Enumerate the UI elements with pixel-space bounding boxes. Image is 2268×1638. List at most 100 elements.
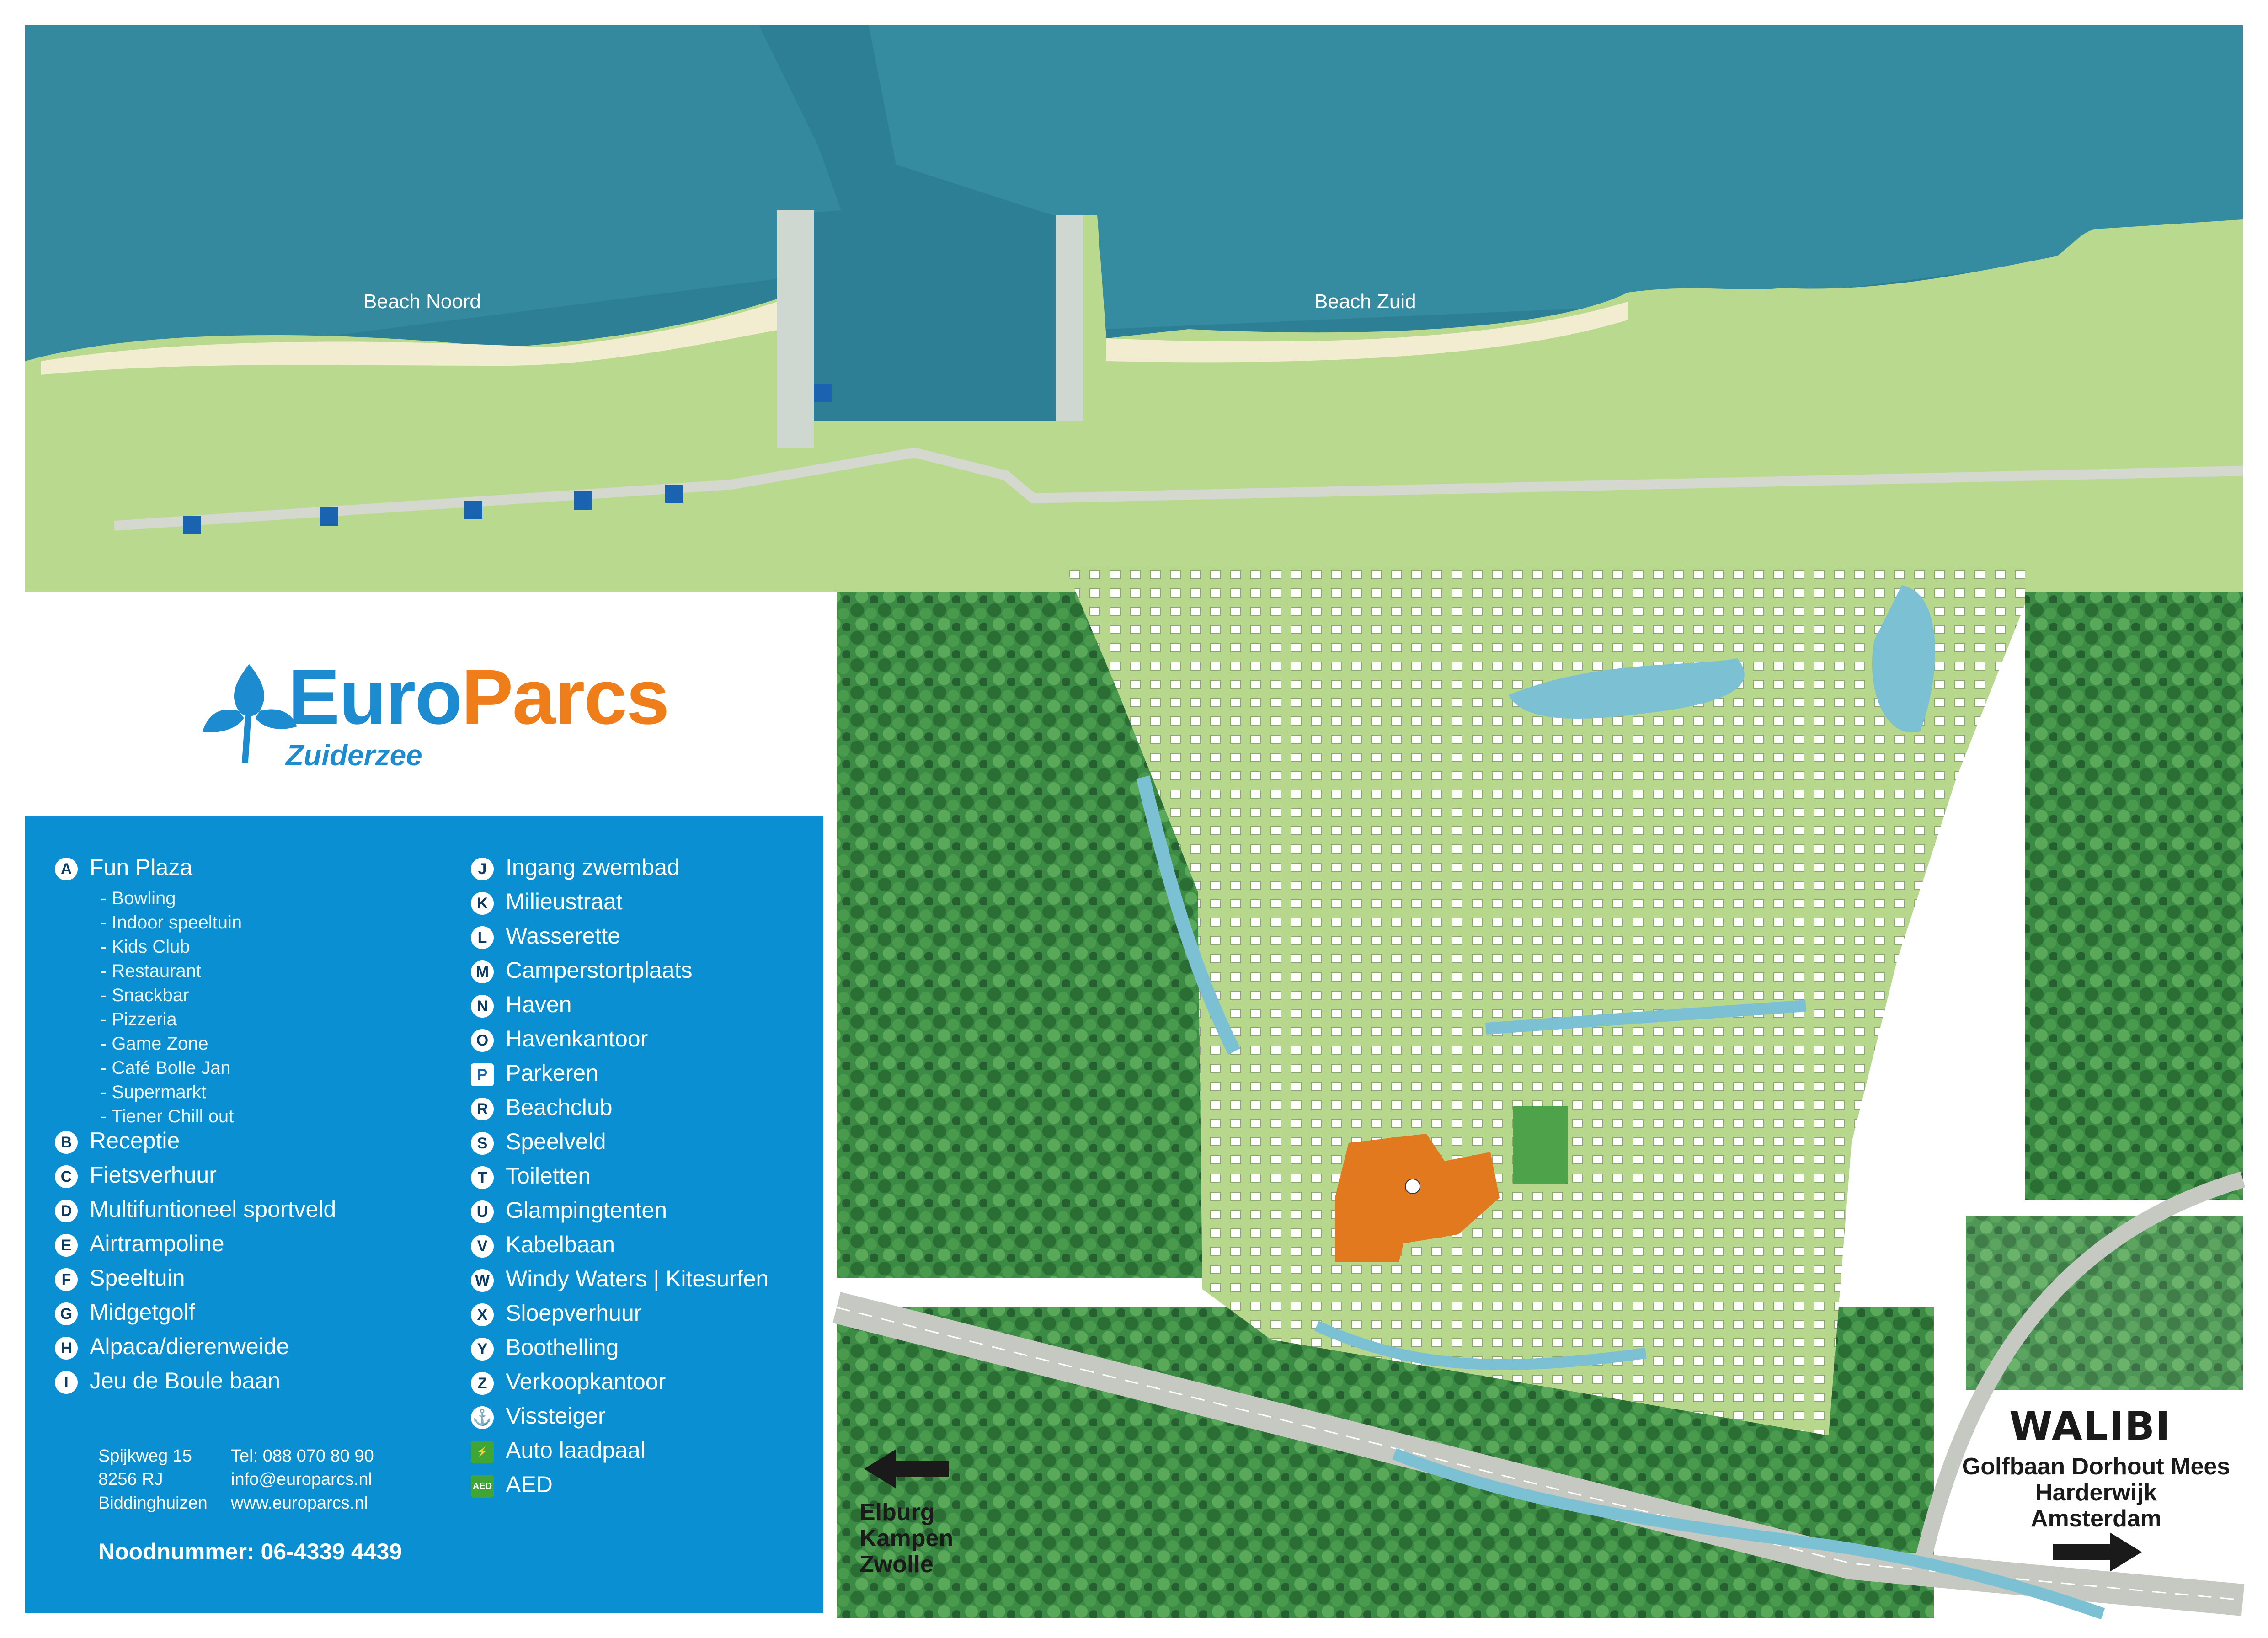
- brand-name-part1: Euro: [288, 654, 462, 741]
- logo-panel: [25, 592, 823, 816]
- legend-item-label: Camperstortplaats: [506, 957, 693, 983]
- legend-letter-k-icon: K: [471, 891, 494, 915]
- legend-letter-s-icon: S: [471, 1131, 494, 1155]
- legend-letter-t-icon: T: [471, 1166, 494, 1189]
- beach-zuid: [1106, 302, 1628, 363]
- canal-south: [1314, 1321, 1647, 1370]
- legend-item-right-1: K Milieustraat: [471, 890, 623, 915]
- arrow-west-shaft: [891, 1461, 949, 1477]
- legend-item-label: Multifuntioneel sportveld: [90, 1196, 336, 1222]
- legend-item-label: AED: [506, 1472, 553, 1497]
- legend-item-right-18: AED AED: [471, 1473, 553, 1498]
- brand-name: EuroParcs: [288, 658, 669, 736]
- pond-east: [1872, 585, 1935, 733]
- fun-plaza-subitem: - Café Bolle Jan: [101, 1058, 231, 1078]
- fun-plaza-building: [1335, 1134, 1500, 1262]
- legend-item-label: Glampingtenten: [506, 1197, 667, 1223]
- highway-line: [836, 1307, 2243, 1601]
- legend-item-label: Beachclub: [506, 1094, 613, 1120]
- river-south: [1392, 1448, 2105, 1620]
- legend-item-label: Milieustraat: [506, 889, 623, 914]
- legend-item-label: Toiletten: [506, 1163, 591, 1189]
- legend-item-label: Kabelbaan: [506, 1232, 615, 1257]
- contact-postcode: 8256 RJ: [98, 1470, 163, 1489]
- legend-item-label: Sloepverhuur: [506, 1300, 642, 1326]
- legend-item-right-15: Z Verkoopkantoor: [471, 1370, 666, 1395]
- parking-marker-3: [464, 501, 482, 519]
- legend-letter-m-icon: M: [471, 960, 494, 983]
- legend-item-label: Wasserette: [506, 923, 621, 949]
- destination-west-3: Zwolle: [859, 1551, 934, 1578]
- contact-web[interactable]: www.europarcs.nl: [231, 1493, 368, 1513]
- canal-mid: [1485, 1000, 1806, 1035]
- destination-east-2: Harderwijk: [2035, 1479, 2157, 1506]
- legend-item-label: Speelveld: [506, 1129, 606, 1154]
- legend-item-label: Receptie: [90, 1128, 180, 1153]
- highway-east-branch: [1912, 1171, 2246, 1574]
- north-road: [114, 447, 2243, 531]
- parking-marker-5: [665, 485, 683, 503]
- legend-letter-w-icon: W: [471, 1269, 494, 1292]
- contact-city: Biddinghuizen: [98, 1493, 208, 1513]
- legend-item-label: Verkoopkantoor: [506, 1369, 666, 1394]
- legend-item-right-16: ⚓Vissteiger: [471, 1404, 606, 1429]
- tulip-logo-icon: [202, 664, 297, 763]
- legend-letter-u-icon: U: [471, 1200, 494, 1223]
- parking-marker-4: [574, 491, 592, 510]
- legend-letter-j-icon: J: [471, 857, 494, 880]
- legend-item-right-7: R Beachclub: [471, 1096, 613, 1120]
- legend-letter-y-icon: Y: [471, 1337, 494, 1361]
- fun-plaza-subitem: - Indoor speeltuin: [101, 912, 242, 933]
- legend-letter-h-icon: H: [55, 1336, 78, 1360]
- legend-item-label: Speeltuin: [90, 1265, 185, 1291]
- forest-east: [2025, 592, 2243, 1200]
- pond-north: [1509, 658, 1745, 719]
- aed-icon: AED: [471, 1474, 494, 1498]
- legend-item-right-17: ⚡ Auto laadpaal: [471, 1439, 646, 1463]
- contact-email[interactable]: info@europarcs.nl: [231, 1470, 372, 1489]
- fun-plaza-subitem: - Game Zone: [101, 1034, 208, 1054]
- sports-field: [1513, 1106, 1568, 1184]
- fun-plaza-subitem: - Tiener Chill out: [101, 1106, 234, 1126]
- destination-east-3: Amsterdam: [2030, 1505, 2162, 1532]
- sea-shallow-east: [869, 25, 2243, 329]
- harbor-basin: [814, 215, 1061, 421]
- legend-item-right-2: L Wasserette: [471, 924, 620, 949]
- legend-letter-r-icon: R: [471, 1097, 494, 1120]
- parking-marker-6: [814, 384, 832, 402]
- legend-item-label: Fun Plaza: [90, 854, 193, 880]
- fun-plaza-subitem: - Kids Club: [101, 937, 190, 957]
- legend-letter-l-icon: L: [471, 926, 494, 949]
- beach-noord: [41, 302, 782, 375]
- brand-location: Zuiderzee: [286, 739, 422, 772]
- harbor-pier-left: [777, 210, 814, 448]
- legend-letter-f-icon: F: [55, 1268, 78, 1291]
- destinations-west: Elburg Kampen Zwolle: [859, 1499, 953, 1578]
- legend-item-label: Haven: [506, 992, 572, 1017]
- arrow-west-head: [864, 1449, 896, 1489]
- contact-tel: Tel: 088 070 80 90: [231, 1446, 374, 1466]
- ev-charger-icon: ⚡: [471, 1440, 494, 1463]
- arrow-east-shaft: [2053, 1544, 2110, 1560]
- harbor-pier-right: [1056, 215, 1083, 421]
- fun-plaza-subitem: - Supermarkt: [101, 1082, 207, 1102]
- legend-item-label: Auto laadpaal: [506, 1437, 646, 1463]
- fun-plaza-subitem: - Bowling: [101, 888, 176, 908]
- marker-A: [1405, 1179, 1420, 1194]
- legend-item-right-10: U Glampingtenten: [471, 1199, 667, 1223]
- legend-item-label: Jeu de Boule baan: [90, 1368, 281, 1393]
- legend-letter-z-icon: Z: [471, 1371, 494, 1395]
- beach-zuid-label: Beach Zuid: [1314, 290, 1416, 313]
- legend-item-label: Midgetgolf: [90, 1299, 195, 1325]
- legend-item-right-9: T Toiletten: [471, 1164, 591, 1189]
